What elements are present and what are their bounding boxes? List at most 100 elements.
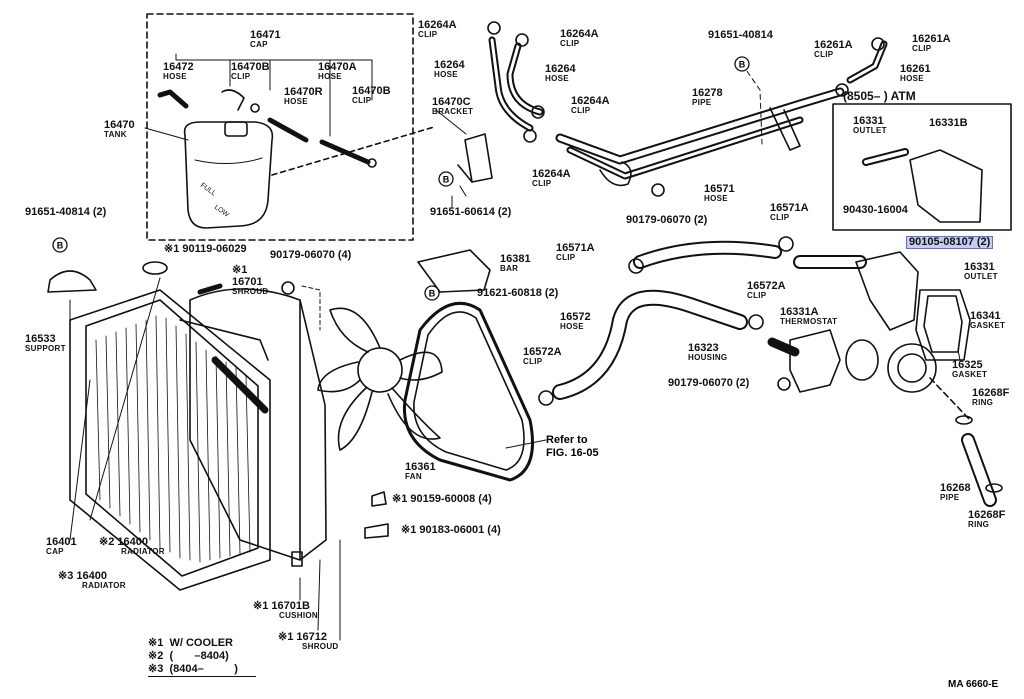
part-number: 16572 (560, 311, 591, 323)
part-label-91651-40814-left: 91651-40814 (2) (25, 207, 106, 218)
part-name: CLIP (770, 213, 790, 222)
part-name: RADIATOR (82, 581, 126, 590)
part-number: 91651-40814 (2) (25, 206, 107, 218)
figure-code: MA 6660-E (948, 679, 999, 690)
part-label-90105-08107[interactable]: 90105-08107 (2) (905, 236, 994, 249)
svg-text:LOW: LOW (213, 204, 230, 219)
part-name: GASKET (970, 321, 1006, 330)
part-number: 90179-06070 (2) (626, 214, 708, 226)
part-name: OUTLET (964, 272, 998, 281)
fan-16361 (317, 307, 443, 451)
part-name: CLIP (747, 291, 767, 300)
part-number: 16381 (500, 253, 531, 265)
bolt-marker-1: B (734, 56, 750, 72)
bolt-marker-label: B (429, 289, 436, 299)
fan-belt (402, 301, 534, 482)
part-name: CLIP (532, 179, 552, 188)
outlet-16331 (855, 251, 919, 331)
part-name: SHROUD (302, 642, 339, 651)
part-label-90179-06070-a: 90179-06070 (2) (626, 215, 707, 226)
part-name: SHROUD (232, 287, 269, 296)
part-number: 90105-08107 (2) (909, 236, 991, 248)
part-number: 16470A (318, 61, 357, 73)
part-number: 16571A (556, 242, 595, 254)
part-name: HOSE (900, 74, 924, 83)
part-number: 16470B (352, 85, 391, 97)
part-number: 16470R (284, 86, 323, 98)
part-name: HOSE (163, 72, 187, 81)
legend-item-1: ※1 W/ COOLER (148, 637, 233, 649)
part-number: 16470 (104, 119, 135, 131)
part-number: ※2 16400 (99, 536, 148, 548)
part-number: 91651-40814 (708, 29, 773, 41)
part-number: 16264A (571, 95, 610, 107)
part-label-90159-60008: ※1 90159-60008 (4) (392, 494, 492, 505)
part-number: 16268F (972, 387, 1010, 399)
part-number: 16268 (940, 482, 971, 494)
part-name: PIPE (940, 493, 960, 502)
part-number: 16331B (929, 117, 968, 129)
part-number: 16341 (970, 310, 1001, 322)
part-number: 16264A (532, 168, 571, 180)
part-number: 16261A (814, 39, 853, 51)
part-number: 91621-60818 (2) (477, 287, 559, 299)
part-number: 16361 (405, 461, 436, 473)
part-number: 16571A (770, 202, 809, 214)
part-number: 90179-06070 (4) (270, 249, 352, 261)
part-name: HOSE (318, 72, 342, 81)
part-name: TANK (104, 130, 127, 139)
part-name: CLIP (231, 72, 251, 81)
part-number: 16533 (25, 333, 56, 345)
part-name: RING (968, 520, 990, 529)
part-number: 16261A (912, 33, 951, 45)
part-name: HOSE (545, 74, 569, 83)
part-name: CLIP (912, 44, 932, 53)
part-label-91621-60818: 91621-60818 (2) (477, 288, 558, 299)
reservoir-kit-box (146, 13, 414, 241)
part-name: RING (972, 398, 994, 407)
part-number: 16470B (231, 61, 270, 73)
part-name: HOSE (560, 322, 584, 331)
part-number: 16471 (250, 29, 281, 41)
part-number: 16470C (432, 96, 471, 108)
part-name: CLIP (814, 50, 834, 59)
part-number: (8505– ) ATM (843, 89, 916, 103)
part-name: HOSE (704, 194, 728, 203)
bolt-marker-3: B (52, 237, 68, 253)
legend-item-3: ※3 (8404– ) (148, 663, 256, 677)
part-number: ※1 16712 (278, 631, 327, 643)
part-number: ※1 90159-60008 (4) (392, 493, 492, 505)
part-name: CUSHION (279, 611, 318, 620)
part-number: 16323 (688, 342, 719, 354)
part-number: 16331A (780, 306, 819, 318)
part-name: FAN (405, 472, 422, 481)
part-name: CLIP (352, 96, 372, 105)
part-name: CLIP (523, 357, 543, 366)
part-name: CLIP (560, 39, 580, 48)
